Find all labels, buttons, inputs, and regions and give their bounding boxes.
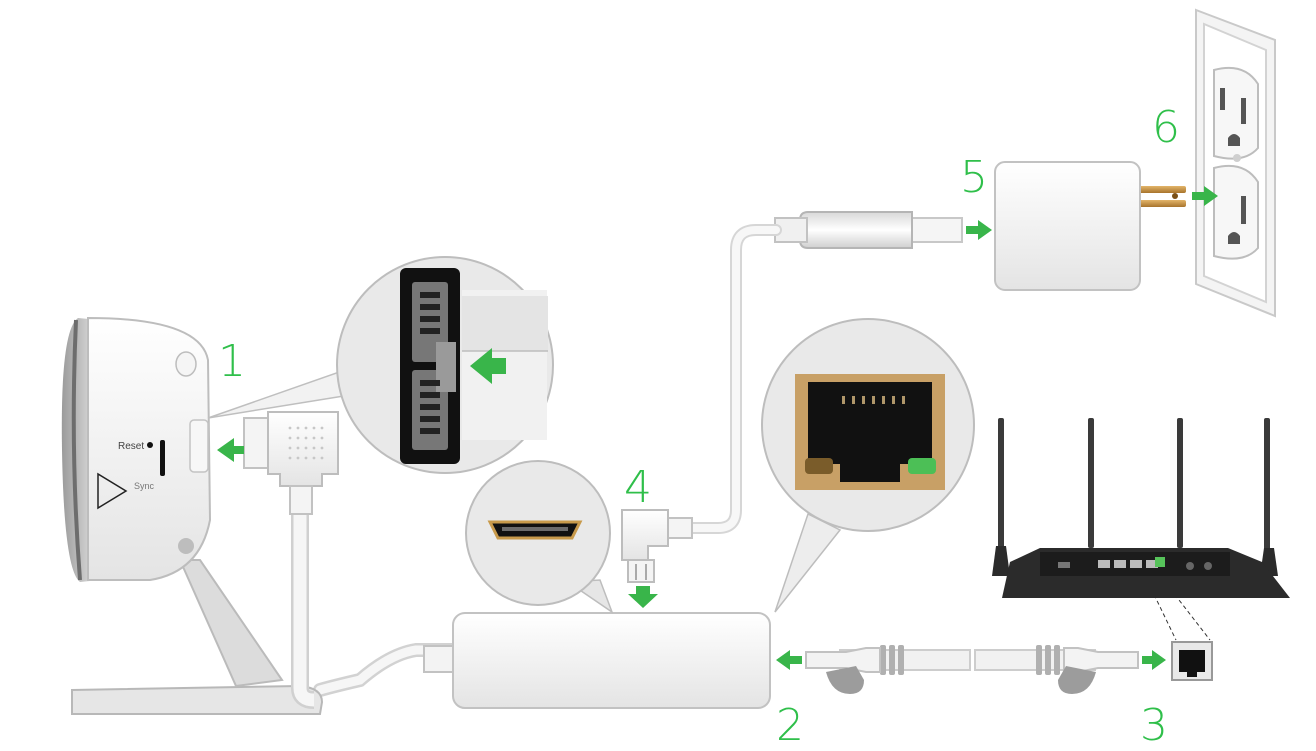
step-1: 1: [218, 336, 246, 387]
step-6: 6: [1152, 102, 1180, 153]
usb-a-plug: [774, 211, 963, 249]
ethernet-cable: [805, 645, 1139, 694]
poe-injector: [313, 612, 771, 709]
usb-c-right-angle-plug-4: [621, 509, 693, 583]
usb-c-port-zoom: [207, 256, 554, 474]
step-5: 5: [960, 152, 988, 203]
camera-usb-plug: [243, 411, 339, 709]
step-2: 2: [776, 700, 804, 751]
hdmi-port-icon: [465, 460, 614, 614]
camera-icon: [61, 316, 324, 715]
router-icon: [992, 418, 1290, 598]
power-adapter-icon: [994, 161, 1186, 291]
green-arrow-icon: [217, 186, 1218, 670]
router-lan-port-zoom: [1147, 577, 1213, 681]
reset-label: Reset: [118, 441, 144, 452]
sync-label: Sync: [134, 481, 155, 491]
ethernet-port-icon: [761, 318, 975, 613]
wall-outlet-icon: [1195, 8, 1276, 318]
step-4: 4: [624, 462, 652, 513]
step-3: 3: [1140, 700, 1168, 751]
